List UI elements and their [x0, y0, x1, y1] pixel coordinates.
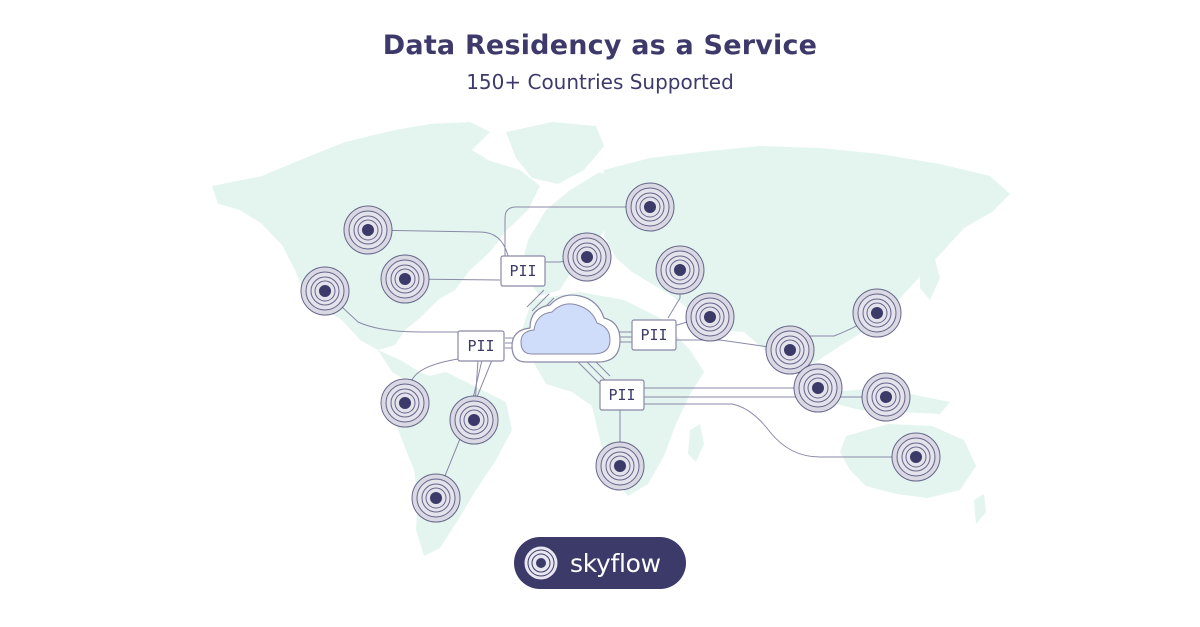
node-uae	[685, 292, 735, 342]
line-pii-south-to-australia	[642, 403, 916, 458]
node-usa-west-dot	[319, 285, 331, 297]
node-argentina-dot	[430, 492, 442, 504]
skyflow-logo-badge: skyflow	[514, 537, 686, 589]
node-india-dot	[784, 344, 796, 356]
node-indonesia-dot	[880, 391, 892, 403]
pii-label-north: PII	[509, 262, 536, 280]
cloud-link-north-b	[531, 293, 550, 312]
node-south-africa-dot	[614, 460, 626, 472]
new-zealand-landmass	[974, 494, 986, 524]
madagascar-landmass	[688, 424, 704, 462]
node-usa-east	[380, 254, 430, 304]
pii-box-group: PII PII PII PII	[457, 255, 677, 411]
node-brazil	[449, 395, 499, 445]
node-mexico-dot	[399, 397, 411, 409]
node-middle-east-dot	[674, 264, 686, 276]
skyflow-rings-icon	[523, 545, 559, 581]
node-europe	[562, 232, 612, 282]
europe-landmass	[520, 172, 624, 296]
node-usa-east-dot	[399, 273, 411, 285]
node-usa-west	[300, 266, 350, 316]
page-subtitle: 150+ Countries Supported	[466, 70, 734, 94]
node-south-africa	[595, 441, 645, 491]
node-brazil-dot	[468, 414, 480, 426]
brand-name: skyflow	[570, 548, 661, 578]
node-group	[300, 182, 941, 523]
pii-box-south: PII	[599, 379, 645, 411]
cloud-hub	[511, 294, 621, 363]
pii-box-west: PII	[457, 330, 505, 362]
cloud-icon	[520, 303, 611, 355]
node-uae-dot	[704, 311, 716, 323]
node-mexico	[380, 378, 430, 428]
line-pii-north-to-russia	[504, 206, 650, 256]
line-pii-north-to-canada	[367, 229, 509, 257]
cloud-link-north	[526, 289, 545, 308]
pii-box-east: PII	[631, 319, 677, 351]
node-argentina	[411, 473, 461, 523]
node-russia-dot	[644, 201, 656, 213]
node-russia	[625, 182, 675, 232]
node-canada-dot	[362, 224, 374, 236]
node-canada	[343, 205, 393, 255]
node-middle-east	[655, 245, 705, 295]
pii-label-south: PII	[608, 386, 635, 404]
line-pii-west-to-usa-west	[324, 290, 458, 333]
japan-landmass	[920, 256, 940, 300]
node-singapore	[793, 363, 843, 413]
node-india	[765, 325, 815, 375]
greenland-landmass	[506, 122, 604, 184]
pii-box-north: PII	[500, 255, 546, 287]
node-japan-dot	[871, 307, 883, 319]
node-japan	[852, 288, 902, 338]
node-indonesia	[861, 372, 911, 422]
node-europe-dot	[581, 251, 593, 263]
pii-label-east: PII	[640, 326, 667, 344]
node-australia	[891, 432, 941, 482]
node-singapore-dot	[812, 382, 824, 394]
pii-label-west: PII	[467, 337, 494, 355]
node-australia-dot	[910, 451, 922, 463]
page-title: Data Residency as a Service	[382, 30, 818, 61]
